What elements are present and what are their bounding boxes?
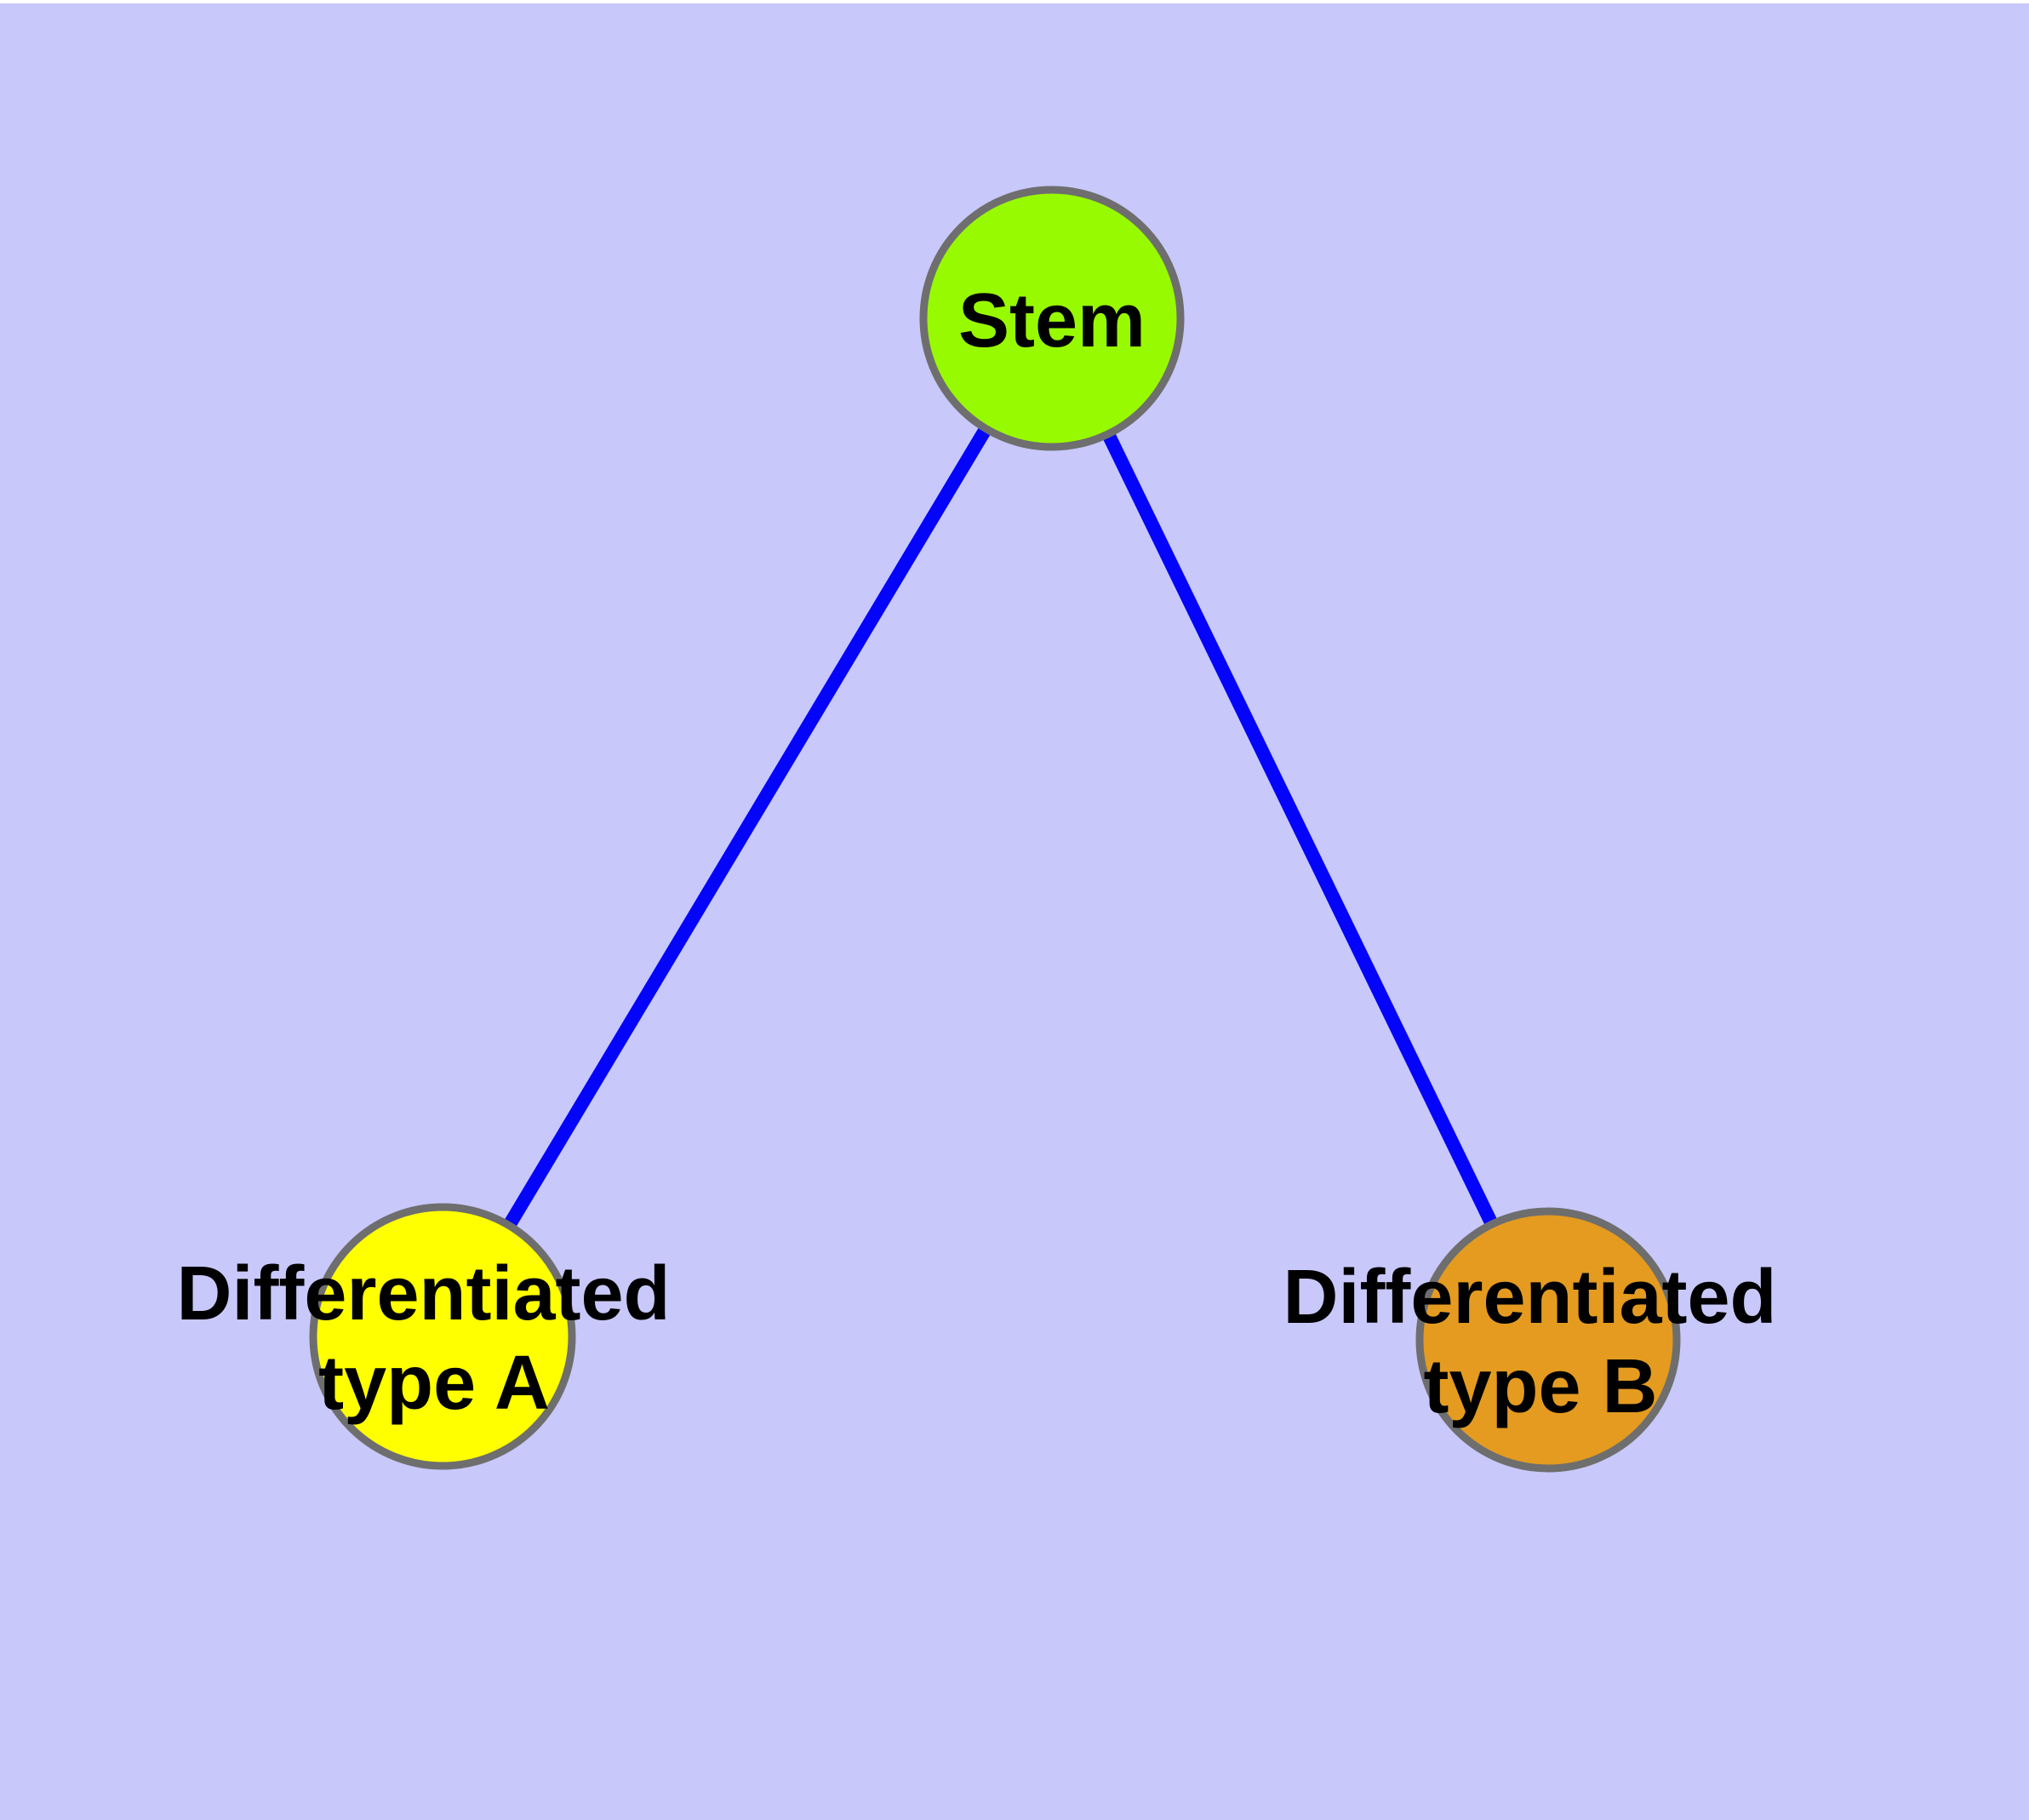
node-differentiated-type-a-label-line2: type A	[318, 1341, 550, 1426]
node-differentiated-type-a-label: Differentiated type A	[176, 1251, 691, 1426]
node-differentiated-type-a-label-line1: Differentiated	[176, 1251, 670, 1336]
graph-edges	[437, 314, 1555, 1343]
top-margin-strip	[0, 0, 2029, 3]
node-differentiated-type-b-label: Differentiated type B	[1283, 1255, 1798, 1429]
node-differentiated-type-b-circle	[1415, 1207, 1681, 1473]
node-differentiated-type-a-circle	[309, 1203, 576, 1470]
node-differentiated-type-b-label-line1: Differentiated	[1283, 1255, 1776, 1340]
graph-nodes	[309, 186, 1681, 1473]
edge-stem-to-type-b	[1045, 315, 1555, 1343]
edge-stem-to-type-a	[437, 314, 1058, 1341]
node-differentiated-type-b-label-line2: type B	[1423, 1344, 1657, 1429]
graph-labels: Stem Differentiated type A Differentiate…	[176, 278, 1798, 1429]
node-stem-circle	[919, 186, 1185, 451]
node-stem-label: Stem	[958, 278, 1146, 363]
